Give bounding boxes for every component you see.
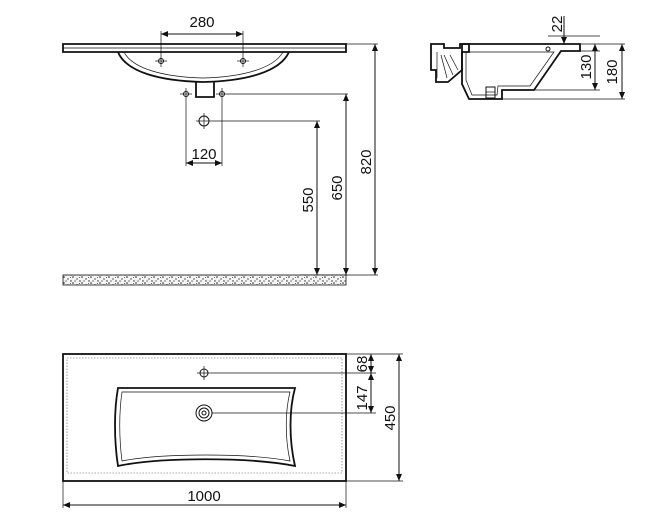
front-tap-hole-left (155, 55, 167, 67)
side-drain-stub (485, 86, 496, 99)
top-outer-rim (62, 353, 347, 482)
side-basin-body (461, 43, 581, 100)
dim-drain-hole-spacing: 120 (191, 146, 216, 163)
front-fixing-hole-left (180, 88, 192, 100)
top-bowl (114, 387, 297, 468)
front-drain-outlet (195, 82, 215, 98)
dim-rim-thickness: 22 (549, 16, 566, 33)
dim-total-height: 820 (358, 149, 375, 174)
side-wall-bracket (430, 43, 470, 83)
top-view: 68 147 450 1000 (62, 353, 403, 508)
dim-tap-hole-offset: 68 (354, 356, 371, 373)
side-view: 22 130 180 (430, 16, 625, 100)
dim-drain-offset: 147 (354, 385, 371, 410)
top-tap-hole (197, 366, 211, 380)
front-view: 280 120 550 650 820 (62, 14, 378, 286)
front-fixing-hole-right (216, 88, 228, 100)
front-countertop (62, 43, 347, 53)
dim-drain-height: 550 (300, 187, 317, 212)
dim-tap-hole-spacing: 280 (189, 14, 214, 31)
front-siphon-outlet (196, 113, 212, 129)
dim-basin-width: 1000 (187, 488, 220, 505)
front-bowl (117, 51, 290, 83)
top-drain (195, 404, 213, 422)
dim-basin-depth: 130 (578, 54, 595, 79)
dim-basin-depth-top: 450 (382, 405, 399, 430)
side-overflow-hole (545, 46, 551, 52)
floor-hatch (62, 274, 347, 286)
dim-siphon-height: 650 (329, 175, 346, 200)
dim-total-depth-side: 180 (604, 59, 621, 84)
front-tap-hole-right (237, 55, 249, 67)
